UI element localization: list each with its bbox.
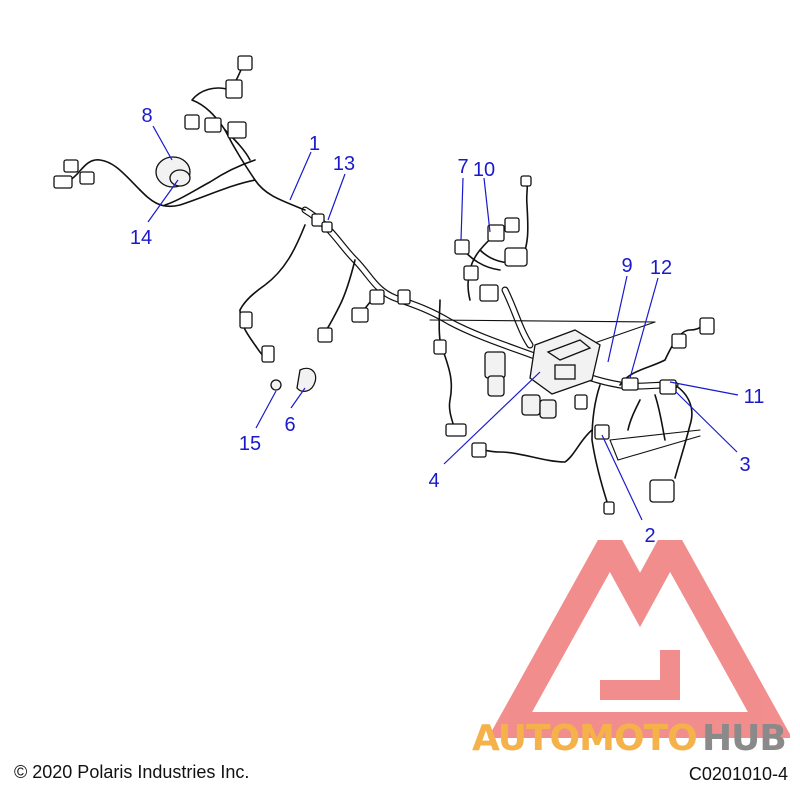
callout-4: 4 [428, 470, 439, 492]
clip [311, 213, 325, 227]
callout-11: 11 [744, 386, 765, 408]
callout-3: 3 [739, 454, 750, 476]
connector [397, 289, 411, 305]
watermark-brand-part2: HUB [702, 718, 786, 759]
connector [53, 175, 73, 189]
callout-14: 14 [130, 227, 152, 249]
callout-2: 2 [644, 525, 655, 547]
support-rod [429, 319, 656, 323]
copyright-notice: © 2020 Polaris Industries Inc. [14, 762, 250, 782]
small-parts [270, 367, 317, 393]
callout-12: 12 [650, 257, 672, 279]
connector [369, 289, 385, 305]
connector [204, 117, 222, 133]
automotohub-watermark-logo: AUTOMOTO HUB [472, 540, 790, 759]
connector [79, 171, 95, 185]
fuse-box [529, 329, 601, 395]
round-component [155, 156, 191, 188]
watermark-brand-part1: AUTOMOTO [472, 718, 697, 759]
leader-lines [147, 125, 739, 521]
connector [239, 311, 253, 329]
connector [317, 327, 333, 343]
callout-15: 15 [239, 433, 261, 455]
triangle-mark [487, 540, 790, 738]
connector [237, 55, 253, 71]
callout-10: 10 [473, 159, 495, 181]
callout-labels: 1 2 3 4 6 7 8 9 10 11 12 13 14 15 [130, 105, 765, 547]
connector [261, 345, 275, 363]
clip [321, 221, 333, 233]
callout-13: 13 [333, 153, 355, 175]
connector [351, 307, 369, 323]
connector [63, 159, 79, 173]
callout-1: 1 [309, 133, 320, 155]
relay-cluster [484, 351, 557, 419]
callout-9: 9 [621, 255, 632, 277]
center-connectors [433, 175, 532, 437]
callout-7: 7 [457, 156, 468, 178]
figure-id: C0201010-4 [688, 764, 788, 784]
callout-8: 8 [141, 105, 152, 127]
connector [227, 121, 247, 139]
right-connectors [471, 317, 715, 515]
connector [225, 79, 243, 99]
left-connectors [53, 55, 411, 363]
connector [184, 114, 200, 130]
callout-6: 6 [284, 414, 295, 436]
left-branch-wires [69, 61, 381, 358]
